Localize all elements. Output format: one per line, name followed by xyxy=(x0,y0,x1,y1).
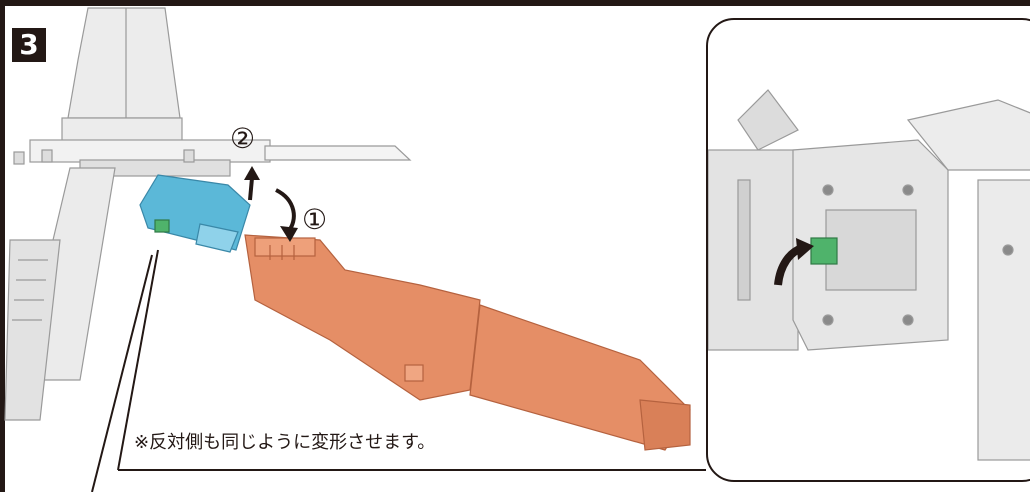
step-label-2: ② xyxy=(230,122,256,155)
top-tower xyxy=(13,7,412,177)
blue-part xyxy=(139,174,251,253)
detail-illustration xyxy=(708,89,1030,461)
arrow-2 xyxy=(244,166,260,201)
detail-arrow xyxy=(774,238,814,286)
step-number: 3 xyxy=(12,28,46,62)
detail-gray-body xyxy=(708,89,1030,461)
orange-part xyxy=(244,234,691,451)
callout-lines xyxy=(91,249,706,492)
detail-green-part xyxy=(810,237,838,265)
left-border xyxy=(0,0,5,492)
step-label-1: ① xyxy=(302,203,328,236)
left-strut xyxy=(4,167,116,421)
detail-inset xyxy=(706,18,1030,482)
arrow-1 xyxy=(274,188,298,242)
instruction-note: ※反対側も同じように変形させます。 xyxy=(134,432,436,453)
top-border xyxy=(0,0,1030,6)
